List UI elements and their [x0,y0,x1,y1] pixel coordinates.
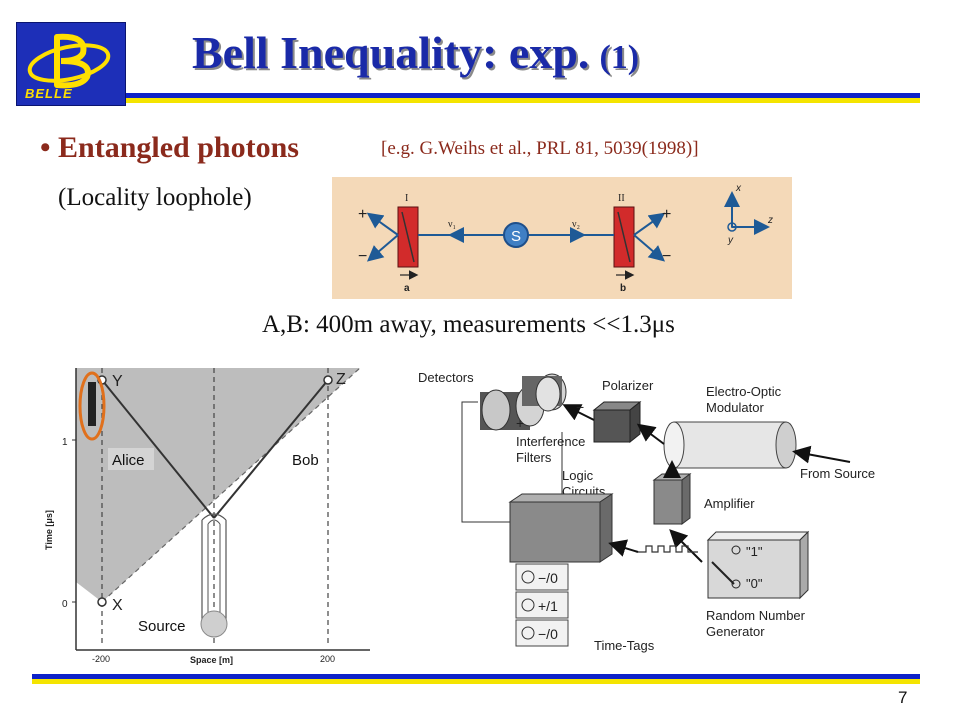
ylabel: Time [μs] [44,510,54,550]
amplifier-icon [652,473,692,525]
label-filters-2: Filters [516,450,552,465]
label-time-tags: Time-Tags [594,638,655,653]
axis-x-label: x [735,183,742,194]
bullet-text: Entangled photons [58,131,299,164]
tag-3: −/0 [538,626,558,642]
label-from-source: From Source [800,466,875,481]
label-logic-1: Logic [562,468,594,483]
alice-label-bg [108,448,154,470]
loophole-note: (Locality loophole) [58,184,252,211]
label-x: X [112,597,123,614]
apparatus-diagram: Detectors Polarizer Electro-Optic Modula… [418,370,875,653]
header-rule-yellow [126,98,920,103]
footer-rule-yellow [32,679,920,684]
belle-logo-icon [27,33,111,89]
xlabel: Space [m] [190,655,233,665]
measurement-note: A,B: 400m away, measurements <<1.3μs [262,311,675,338]
rng-zero: "0" [746,576,763,591]
rng-one: "1" [746,544,763,559]
slide-title: Bell Inequality: exp.(1) [192,26,639,79]
xtick-200: 200 [320,654,335,664]
xtick-neg200: -200 [92,654,110,664]
label-bob: Bob [292,452,319,469]
label-source: Source [138,618,186,635]
time-tags-icon [515,563,569,647]
source-label: S [511,228,521,245]
header-rule-blue [126,93,920,98]
label-alice: Alice [112,452,145,469]
roman-left: I [405,193,408,204]
spacetime-diagram: Y Z X Alice Bob Source 1 0 -200 200 Spac… [44,367,370,665]
pulse-train [638,545,698,553]
source-circle [200,610,228,638]
event-x [97,597,107,607]
bullet-entangled-photons: • Entangled photons [40,131,299,165]
label-polarizer: Polarizer [602,378,654,393]
axis-z-label: z [767,215,773,226]
footer-rule-blue [32,674,920,679]
source-s [503,222,529,248]
alice-detector [88,382,96,426]
label-eom-1: Electro-Optic [706,384,782,399]
ytick-1: 1 [62,437,68,448]
logo-text: BELLE [25,86,73,101]
label-a: a [404,283,410,294]
roman-right: II [618,193,625,204]
logic-circuits-icon [508,493,614,563]
label-amplifier: Amplifier [704,496,755,511]
label-b: b [620,283,626,294]
tag-2: +/1 [538,598,558,614]
right-plus: + [662,206,671,223]
event-z [323,375,333,385]
det-plus: + [516,415,524,431]
label-z: Z [336,371,346,388]
nu-right: ν₂ [572,219,580,230]
reference-citation: [e.g. G.Weihs et al., PRL 81, 5039(1998)… [381,138,699,159]
page-number: 7 [898,688,908,707]
coordinate-axes-icon [724,191,770,235]
title-sub: (1) [599,39,640,76]
nu-left: ν₁ [448,219,456,230]
det-minus: − [576,399,584,415]
label-rng-1: Random Number [706,608,806,623]
title-main: Bell Inequality: exp. [192,27,590,78]
axis-y-label: y [727,235,734,246]
bullet-marker: • [40,131,51,164]
left-minus: − [358,248,367,265]
label-eom-2: Modulator [706,400,764,415]
left-plus: + [358,206,367,223]
label-detectors: Detectors [418,370,474,385]
label-y: Y [112,373,123,390]
right-minus: − [662,248,671,265]
label-filters-1: Interference [516,434,585,449]
rng-icon [706,530,810,600]
belle-logo: BELLE [16,22,126,106]
ytick-0: 0 [62,599,68,610]
label-rng-2: Generator [706,624,765,639]
setup-diagram: S I II + − + − ν₁ ν₂ a b x z y [332,177,792,299]
detectors-icon [480,373,567,431]
modulator-icon [663,421,797,469]
highlight-ellipse [78,371,106,441]
tag-1: −/0 [538,570,558,586]
light-cone-shading [76,368,360,602]
polarizer-icon [592,400,642,444]
